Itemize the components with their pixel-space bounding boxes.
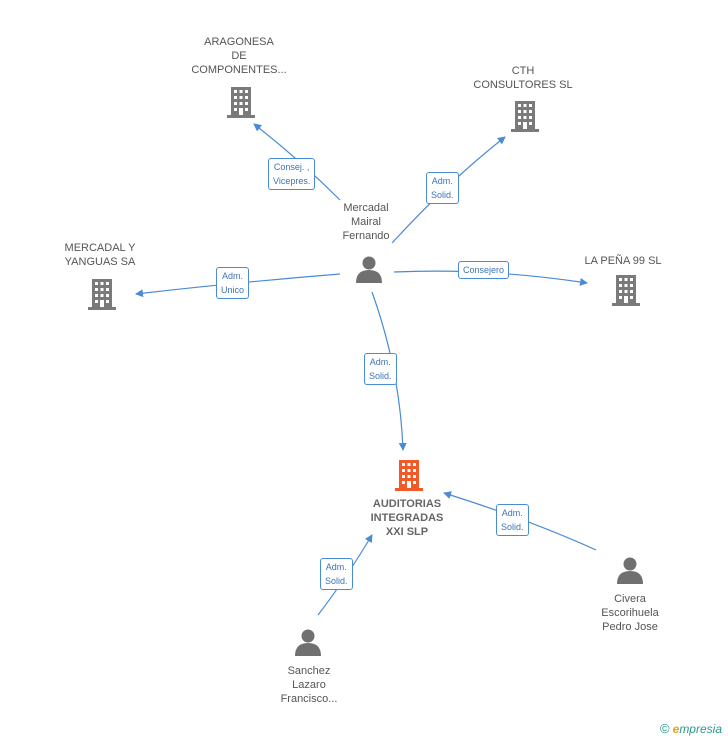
brand-letter: e [672,721,680,736]
label-line: Lazaro [292,679,326,691]
edge-label-line: Solid. [431,190,454,200]
label-line: LA PEÑA 99 SL [584,255,662,267]
label-line: INTEGRADAS [370,512,444,524]
edge-label-line: Adm. [222,271,244,281]
person-icon[interactable] [617,557,643,585]
edge-label-line: Adm. [369,357,391,367]
label-line: COMPONENTES... [191,64,287,76]
edge-label-to-la-pena[interactable]: Consejero [458,261,510,279]
edge-label-line: Unico [221,285,245,295]
edge-label-line: Adm. [431,176,453,186]
label-line: CONSULTORES SL [473,79,573,91]
label-line: CTH [511,65,535,77]
building-icon[interactable] [511,101,539,132]
label-line: ARAGONESA [204,36,274,48]
label-line: Fernando [342,230,390,242]
person-icon[interactable] [356,256,382,284]
node-label-sanchez[interactable]: Sanchez Lazaro Francisco... [259,664,359,706]
edge-label-fernando-to-auditorias[interactable]: Adm. Solid. [364,353,397,385]
edge-label-to-cth[interactable]: Adm. Solid. [426,172,459,204]
footer-brand[interactable]: © empresia [660,721,722,736]
label-line: Francisco... [280,693,338,705]
edge-label-line: Solid. [325,576,348,586]
brand-text: mpresia [679,721,722,736]
label-line: DE [231,50,247,62]
building-icon[interactable] [227,87,255,118]
edge-label-to-aragonesa[interactable]: Consej. , Vicepres. [268,158,316,190]
node-label-civera[interactable]: Civera Escorihuela Pedro Jose [580,592,680,634]
label-line: Mercadal [343,202,389,214]
label-line: Civera [614,593,646,605]
person-icon[interactable] [295,629,321,657]
node-label-cth[interactable]: CTH CONSULTORES SL [468,64,578,92]
edge-label-line: Adm. [325,562,347,572]
label-line: MERCADAL Y [64,242,136,254]
label-line: Sanchez [287,665,331,677]
node-label-mercadal-yanguas[interactable]: MERCADAL Y YANGUAS SA [50,241,150,269]
node-label-auditorias[interactable]: AUDITORIAS INTEGRADAS XXI SLP [357,497,457,539]
node-label-la-pena[interactable]: LA PEÑA 99 SL [573,254,673,268]
node-label-mercadal-fernando[interactable]: Mercadal Mairal Fernando [326,201,406,243]
node-label-aragonesa[interactable]: ARAGONESA DE COMPONENTES... [189,35,289,77]
building-icon[interactable] [612,275,640,306]
edge-label-line: Adm. [501,508,523,518]
building-icon[interactable] [395,460,423,491]
edge-label-line: Consejero [463,265,505,275]
label-line: AUDITORIAS [372,498,442,510]
edge-label-line: Solid. [369,371,392,381]
brand-logo: empresia [673,722,722,736]
label-line: Escorihuela [601,607,659,619]
label-line: Pedro Jose [602,621,658,633]
edge-label-line: Vicepres. [273,176,311,186]
label-line: XXI SLP [385,526,429,538]
label-line: YANGUAS SA [64,256,136,268]
building-icon[interactable] [88,279,116,310]
edge-label-civera-to-auditorias[interactable]: Adm. Solid. [496,504,529,536]
edge-label-line: Solid. [501,522,524,532]
edge-label-line: Consej. , [273,162,310,172]
edge-label-to-mercadal-yanguas[interactable]: Adm. Unico [216,267,250,299]
copyright-icon: © [660,721,670,736]
label-line: Mairal [351,216,381,228]
edge-label-sanchez-to-auditorias[interactable]: Adm. Solid. [320,558,353,590]
